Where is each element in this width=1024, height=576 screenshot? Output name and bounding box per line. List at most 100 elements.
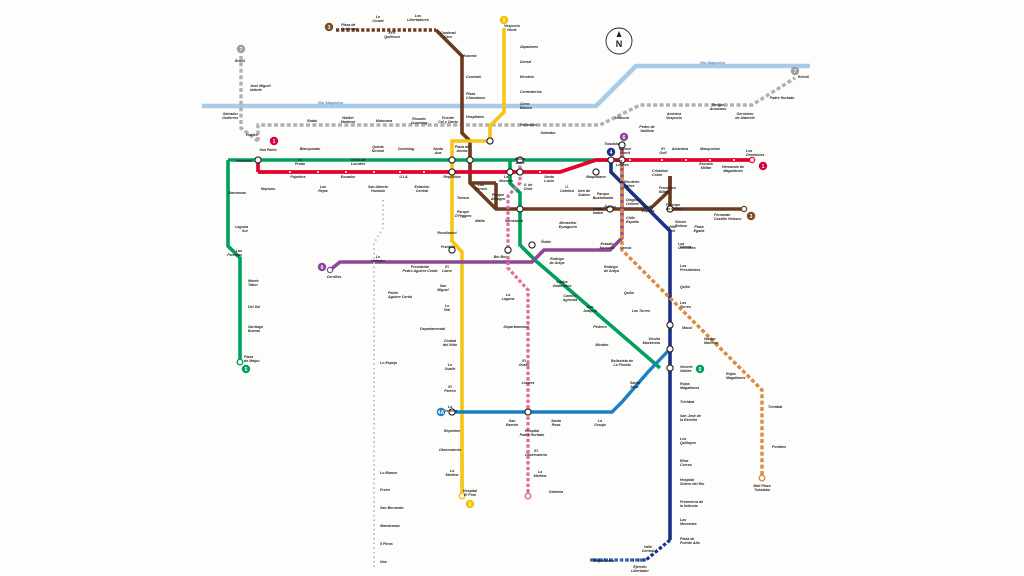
terminal-rings (236, 156, 766, 500)
line-badge-7[interactable]: 7 (790, 66, 800, 76)
station-label: Zapadores (519, 45, 538, 49)
station-label: Barrancas (228, 191, 246, 195)
line-badge-number: 1 (762, 164, 765, 170)
station-label: 5 Pinos (380, 542, 393, 546)
line-badge-2[interactable]: 2 (465, 499, 475, 509)
station-label: Huelén (246, 133, 259, 137)
node-plaza-de-armas (466, 156, 474, 164)
line-10-track[interactable] (373, 200, 384, 568)
line-badge-7[interactable]: 7 (236, 44, 246, 54)
station-label: Alcántara (671, 147, 688, 151)
line-badge-3[interactable]: 3 (324, 22, 334, 32)
station-label: U.I.A. (399, 175, 408, 179)
station-label: Cerrillos (327, 275, 342, 279)
station-label: Blanqueado (300, 147, 321, 151)
line-badge-2[interactable]: 2 (499, 15, 509, 25)
station-label: Del Sol (248, 305, 261, 309)
line-badge-number: 3 (328, 25, 331, 31)
node-tobalaba (607, 156, 615, 164)
station-label: Ñuble (541, 239, 551, 244)
line-badge-5[interactable]: 5 (695, 364, 705, 374)
line-badge-4A[interactable]: 4A (436, 407, 446, 417)
node-santa-rosa (524, 408, 532, 416)
station-label: Trinidad (768, 405, 783, 409)
station-label: Riquelme (444, 429, 460, 433)
terminal-mall-plaza-tobalaba (758, 474, 766, 482)
line-9-track[interactable] (506, 160, 530, 496)
station-label: Quilín (680, 285, 691, 289)
station-label: Toesca (457, 196, 469, 200)
compass-rose: N (605, 27, 633, 55)
line-badge-number: 2 (503, 18, 506, 24)
line-number-badges[interactable]: 1 1 2 2 3 3 4 4A 5 5 6 6 7 7 (236, 15, 800, 509)
station-label: Lo Espejo (380, 361, 398, 365)
line-4a-track[interactable] (452, 347, 672, 414)
station-label: Maestranza (380, 524, 400, 528)
line-badge-6[interactable]: 6 (619, 132, 629, 142)
station-label: Matta (475, 219, 484, 223)
line-badge-number: 4 (610, 150, 613, 156)
station-label: Pajaritos (290, 175, 305, 179)
terminal-fernando-castillo (740, 205, 748, 213)
line-badge-3[interactable]: 3 (746, 211, 756, 221)
node-vicente-valdes (666, 364, 674, 372)
line-1-station-ticks (288, 158, 736, 174)
node-vicuna-mackenna (666, 345, 674, 353)
line-badge-number: 5 (699, 367, 702, 373)
line-badge-5[interactable]: 5 (241, 364, 251, 374)
station-label: Tobalaba (604, 142, 620, 146)
line-badge-4[interactable]: 4 (606, 147, 616, 157)
station-label: Macul (682, 326, 693, 330)
line-badge-6[interactable]: 6 (317, 262, 327, 272)
terminal-los-dominicos (748, 156, 756, 164)
line-badge-1[interactable]: 1 (758, 161, 768, 171)
line-5-track[interactable] (226, 158, 662, 370)
line-badge-number: 1 (273, 139, 276, 145)
node-bio-bio (504, 246, 512, 254)
station-label: Vivaceta (462, 54, 476, 58)
line-7-track[interactable] (239, 56, 796, 143)
station-label: Freire (380, 488, 390, 492)
station-label: Mirador (595, 343, 609, 347)
line-badge-number: 6 (321, 265, 324, 271)
line-badge-1[interactable]: 1 (269, 136, 279, 146)
node-santa-lucia (516, 168, 524, 176)
line-badge-number: 7 (794, 69, 797, 75)
station-label: Gabriela (549, 490, 563, 494)
station-label: Portales (772, 445, 786, 449)
